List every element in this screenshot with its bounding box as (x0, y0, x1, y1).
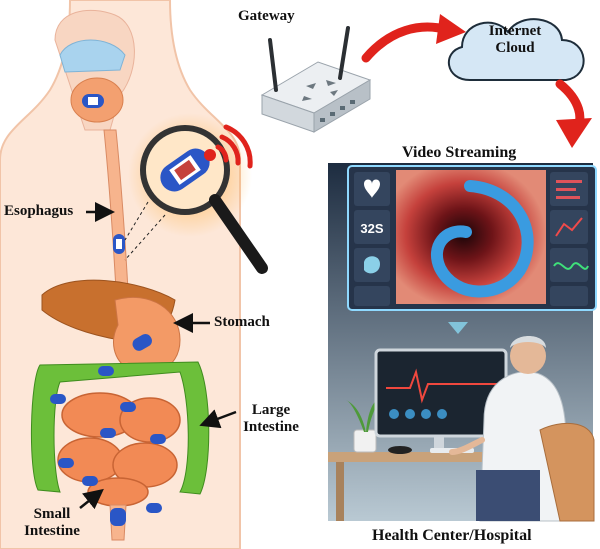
screen-counter-value: 32S (360, 221, 383, 236)
capsule-mouth (82, 94, 104, 108)
hospital-scene: 32S (328, 163, 597, 522)
capsule-rectum (110, 508, 126, 526)
callout-arrows (79, 202, 237, 510)
doctor-illustration (449, 336, 567, 522)
capsule-intestine (50, 366, 166, 513)
label-small-intestine: Small Intestine (24, 506, 80, 539)
gateway-router-icon (260, 26, 372, 133)
label-health-center: Health Center/Hospital (372, 527, 532, 544)
capsule-trail (430, 180, 534, 298)
video-endoscopy-frame (396, 170, 546, 304)
label-large-intestine: Large Intestine (243, 402, 299, 435)
arrow-cloud-to-hospital (555, 79, 592, 148)
office-chair (539, 422, 595, 522)
human-body-illustration (0, 0, 241, 549)
screen-tile-wave (550, 248, 588, 282)
capsule-magnified (160, 148, 210, 192)
signal-source (204, 149, 216, 161)
label-internet-cloud: Internet Cloud (488, 23, 542, 56)
screen-tile-counter (354, 210, 390, 244)
label-esophagus: Esophagus (4, 203, 74, 219)
capsule-stomach (132, 334, 152, 351)
label-stomach: Stomach (214, 314, 270, 330)
internet-cloud-icon (447, 18, 585, 81)
label-video-streaming: Video Streaming (402, 144, 517, 161)
arrow-large-intestine (199, 409, 237, 429)
large-intestine-organ (30, 361, 210, 495)
label-gateway: Gateway (238, 8, 295, 24)
magnifier-illustration (124, 113, 268, 274)
arrow-small-intestine (79, 488, 104, 510)
nasal-cavity (59, 39, 126, 73)
capsule-esophagus (113, 234, 125, 254)
signal-waves-icon (215, 124, 253, 169)
arrow-gateway-to-cloud (361, 14, 466, 63)
